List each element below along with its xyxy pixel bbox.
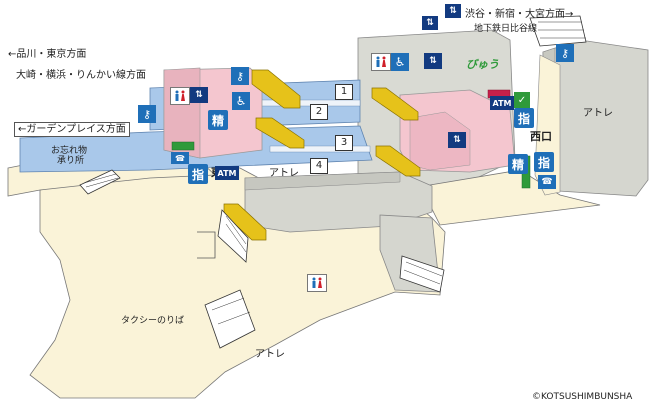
accessible-west-icon: ♿ (391, 53, 409, 71)
direction-shinagawa-tokyo: ←品川・東京方面 (8, 49, 87, 60)
fare-adjustment-west-icon: 精 (508, 154, 528, 174)
lost-found-line1: お忘れ物 (51, 146, 88, 156)
fare-adjustment-east-icon: 精 (208, 110, 228, 130)
platform-number-4: 4 (310, 158, 328, 174)
ticket-machine-east (171, 141, 195, 151)
view-kiosk-label: びゅう (466, 58, 499, 71)
concourse-right-strip (534, 54, 561, 196)
green-window-icon: ✓ (514, 92, 530, 108)
platform-number-1: 1 (335, 84, 353, 100)
direction-osaki-yokohama: 大崎・横浜・りんかい線方面 (16, 70, 146, 81)
escalators (223, 69, 421, 241)
platform-number-2: 2 (310, 104, 328, 120)
reserved-seat-office-east-icon: 指 (188, 164, 208, 184)
elevator-top-icon: ⇅ (445, 4, 461, 18)
telephone-west-icon: ☎ (538, 175, 556, 189)
taxi-stand-label: タクシーのりば (121, 316, 185, 326)
reserved-seat-office-west-upper-icon: 指 (514, 108, 534, 128)
atre-bottom-label: アトレ (255, 349, 285, 360)
atre-center-label: アトレ (269, 168, 299, 179)
restroom-west-icon (371, 53, 391, 71)
direction-shibuya-shinjuku: 渋谷・新宿・大宮方面→ (465, 9, 574, 20)
elevator-west-icon: ⇅ (424, 53, 442, 69)
telephone-east-icon: ☎ (171, 152, 189, 164)
atm-east-icon: ATM (215, 166, 239, 180)
coin-locker-platform-icon: ⚷ (138, 105, 156, 123)
atre-right-label: アトレ (583, 108, 613, 119)
elevator-upper-icon: ⇅ (422, 16, 438, 30)
coin-locker-west-icon: ⚷ (556, 44, 574, 62)
coin-locker-east-icon: ⚷ (231, 67, 249, 85)
reserved-seat-office-west-lower-icon: 指 (534, 152, 554, 172)
hibiya-line-label: 地下鉄日比谷線 (474, 24, 538, 34)
atm-west-icon: ATM (490, 96, 514, 110)
direction-garden-place: ←ガーデンプレイス方面 (14, 122, 130, 137)
restroom-east-icon (170, 87, 190, 105)
accessible-east-icon: ♿ (232, 92, 250, 110)
platform-number-3: 3 (335, 135, 353, 151)
elevator-west-gate-icon: ⇅ (448, 132, 466, 148)
lost-found-line2: 承り所 (57, 156, 85, 166)
elevator-east-icon: ⇅ (190, 87, 208, 103)
west-exit-label: 西口 (530, 130, 552, 143)
stairs (79, 15, 587, 349)
copyright-label: ©KOTSUSHIMBUNSHA (532, 392, 633, 402)
restroom-concourse-icon (307, 274, 327, 292)
